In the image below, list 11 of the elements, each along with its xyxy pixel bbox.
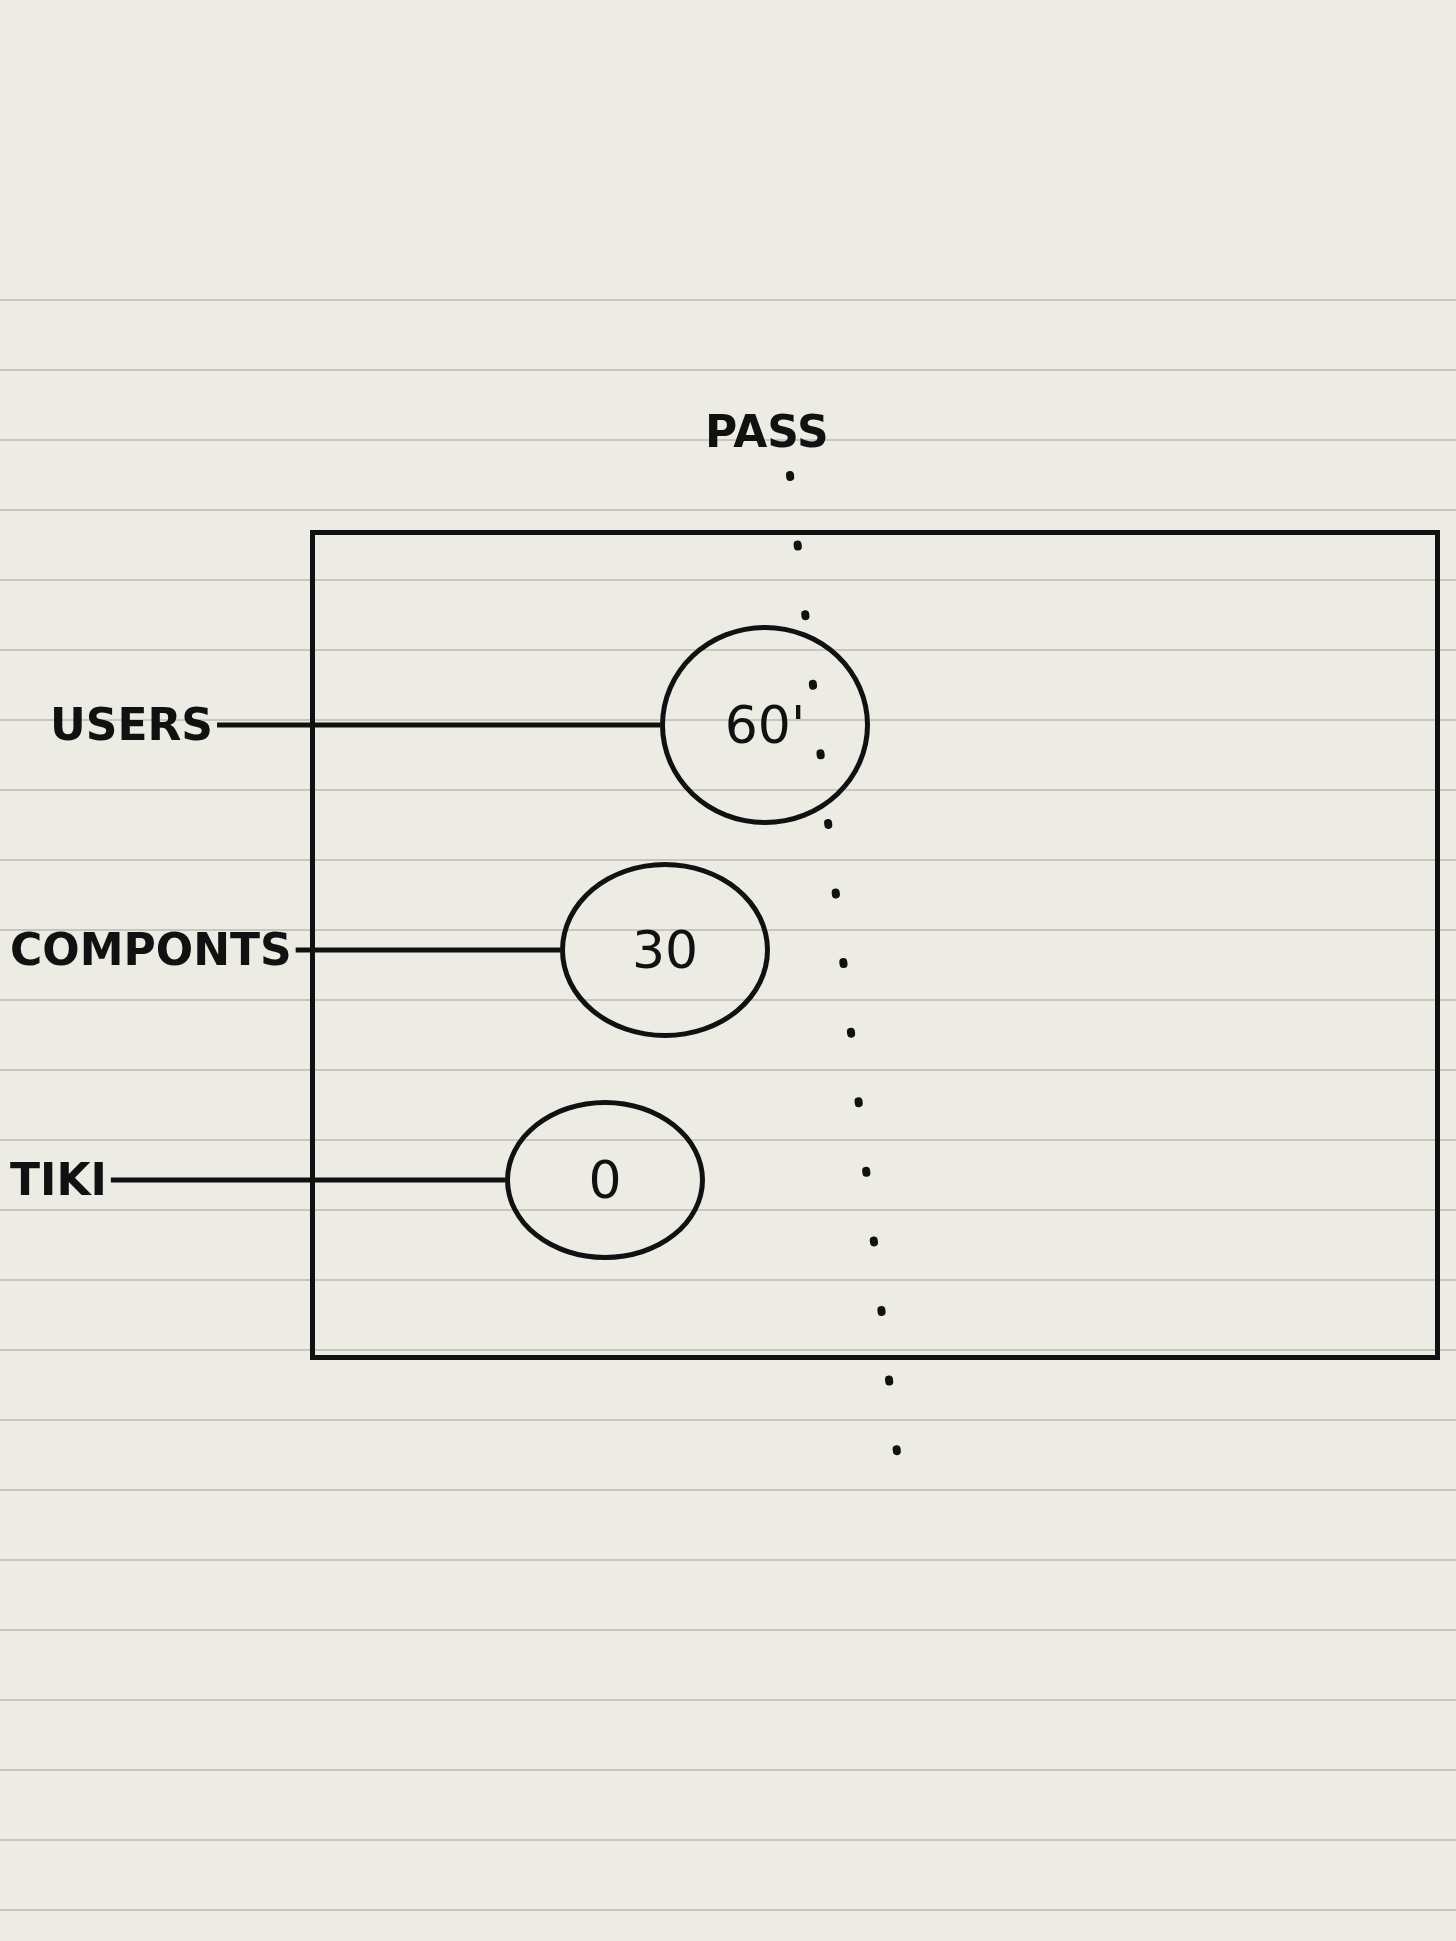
value-circle: 30 (560, 862, 770, 1038)
row-label: COMPONTS (10, 928, 292, 972)
row-label: USERS (50, 703, 214, 747)
value-circle: 60' (660, 625, 870, 825)
row-label: TIKI (10, 1158, 107, 1202)
frame-box (310, 530, 1440, 1360)
connector-line (110, 1177, 505, 1183)
connector-line (217, 722, 660, 728)
threshold-label: PASS (705, 410, 829, 454)
value-circle: 0 (505, 1100, 705, 1260)
connector-line (295, 947, 560, 953)
